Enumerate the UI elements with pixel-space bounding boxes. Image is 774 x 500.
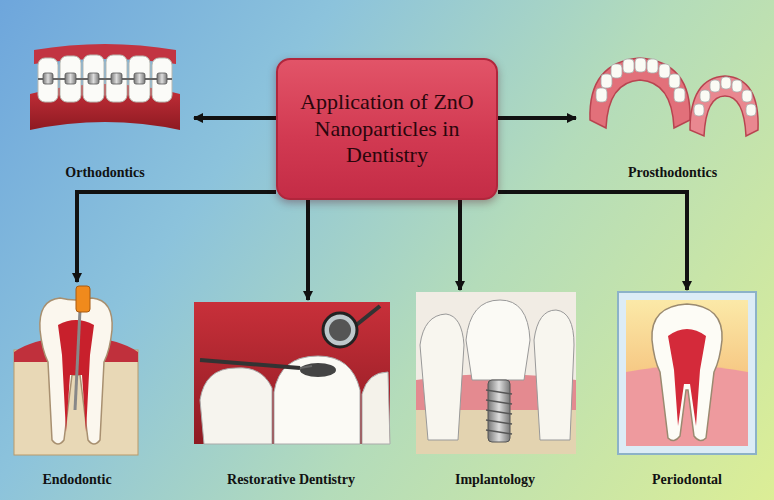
branch-node: Orthodontics [16,38,194,185]
root-canal-illustration [14,286,138,455]
arrow-connector [306,200,310,300]
arrow-connector [458,200,462,290]
implant-illustration [416,292,576,454]
arrow-connector [77,192,276,282]
branch-label: Restorative Dentistry [186,472,396,488]
branch-label: Implantology [408,472,582,488]
branch-label: Prosthodontics [576,165,769,181]
periodontal-illustration [618,292,756,454]
branch-node: Endodontic [4,282,150,492]
title-text: Application of ZnO Nanoparticles in Dent… [288,89,486,168]
arrow-connector [498,116,576,120]
branch-label: Orthodontics [16,165,194,181]
branch-label: Periodontal [608,472,766,488]
filling-illustration [194,302,390,444]
title-box: Application of ZnO Nanoparticles in Dent… [276,58,498,200]
branch-node: Restorative Dentistry [186,300,396,492]
branch-node: Prosthodontics [576,45,769,185]
arrow-connector [498,192,687,290]
arrow-connector [194,116,276,120]
branch-node: Periodontal [608,290,766,492]
braces-illustration [30,44,180,130]
dentures-illustration [590,58,758,136]
branch-label: Endodontic [4,472,150,488]
branch-node: Implantology [408,290,582,492]
